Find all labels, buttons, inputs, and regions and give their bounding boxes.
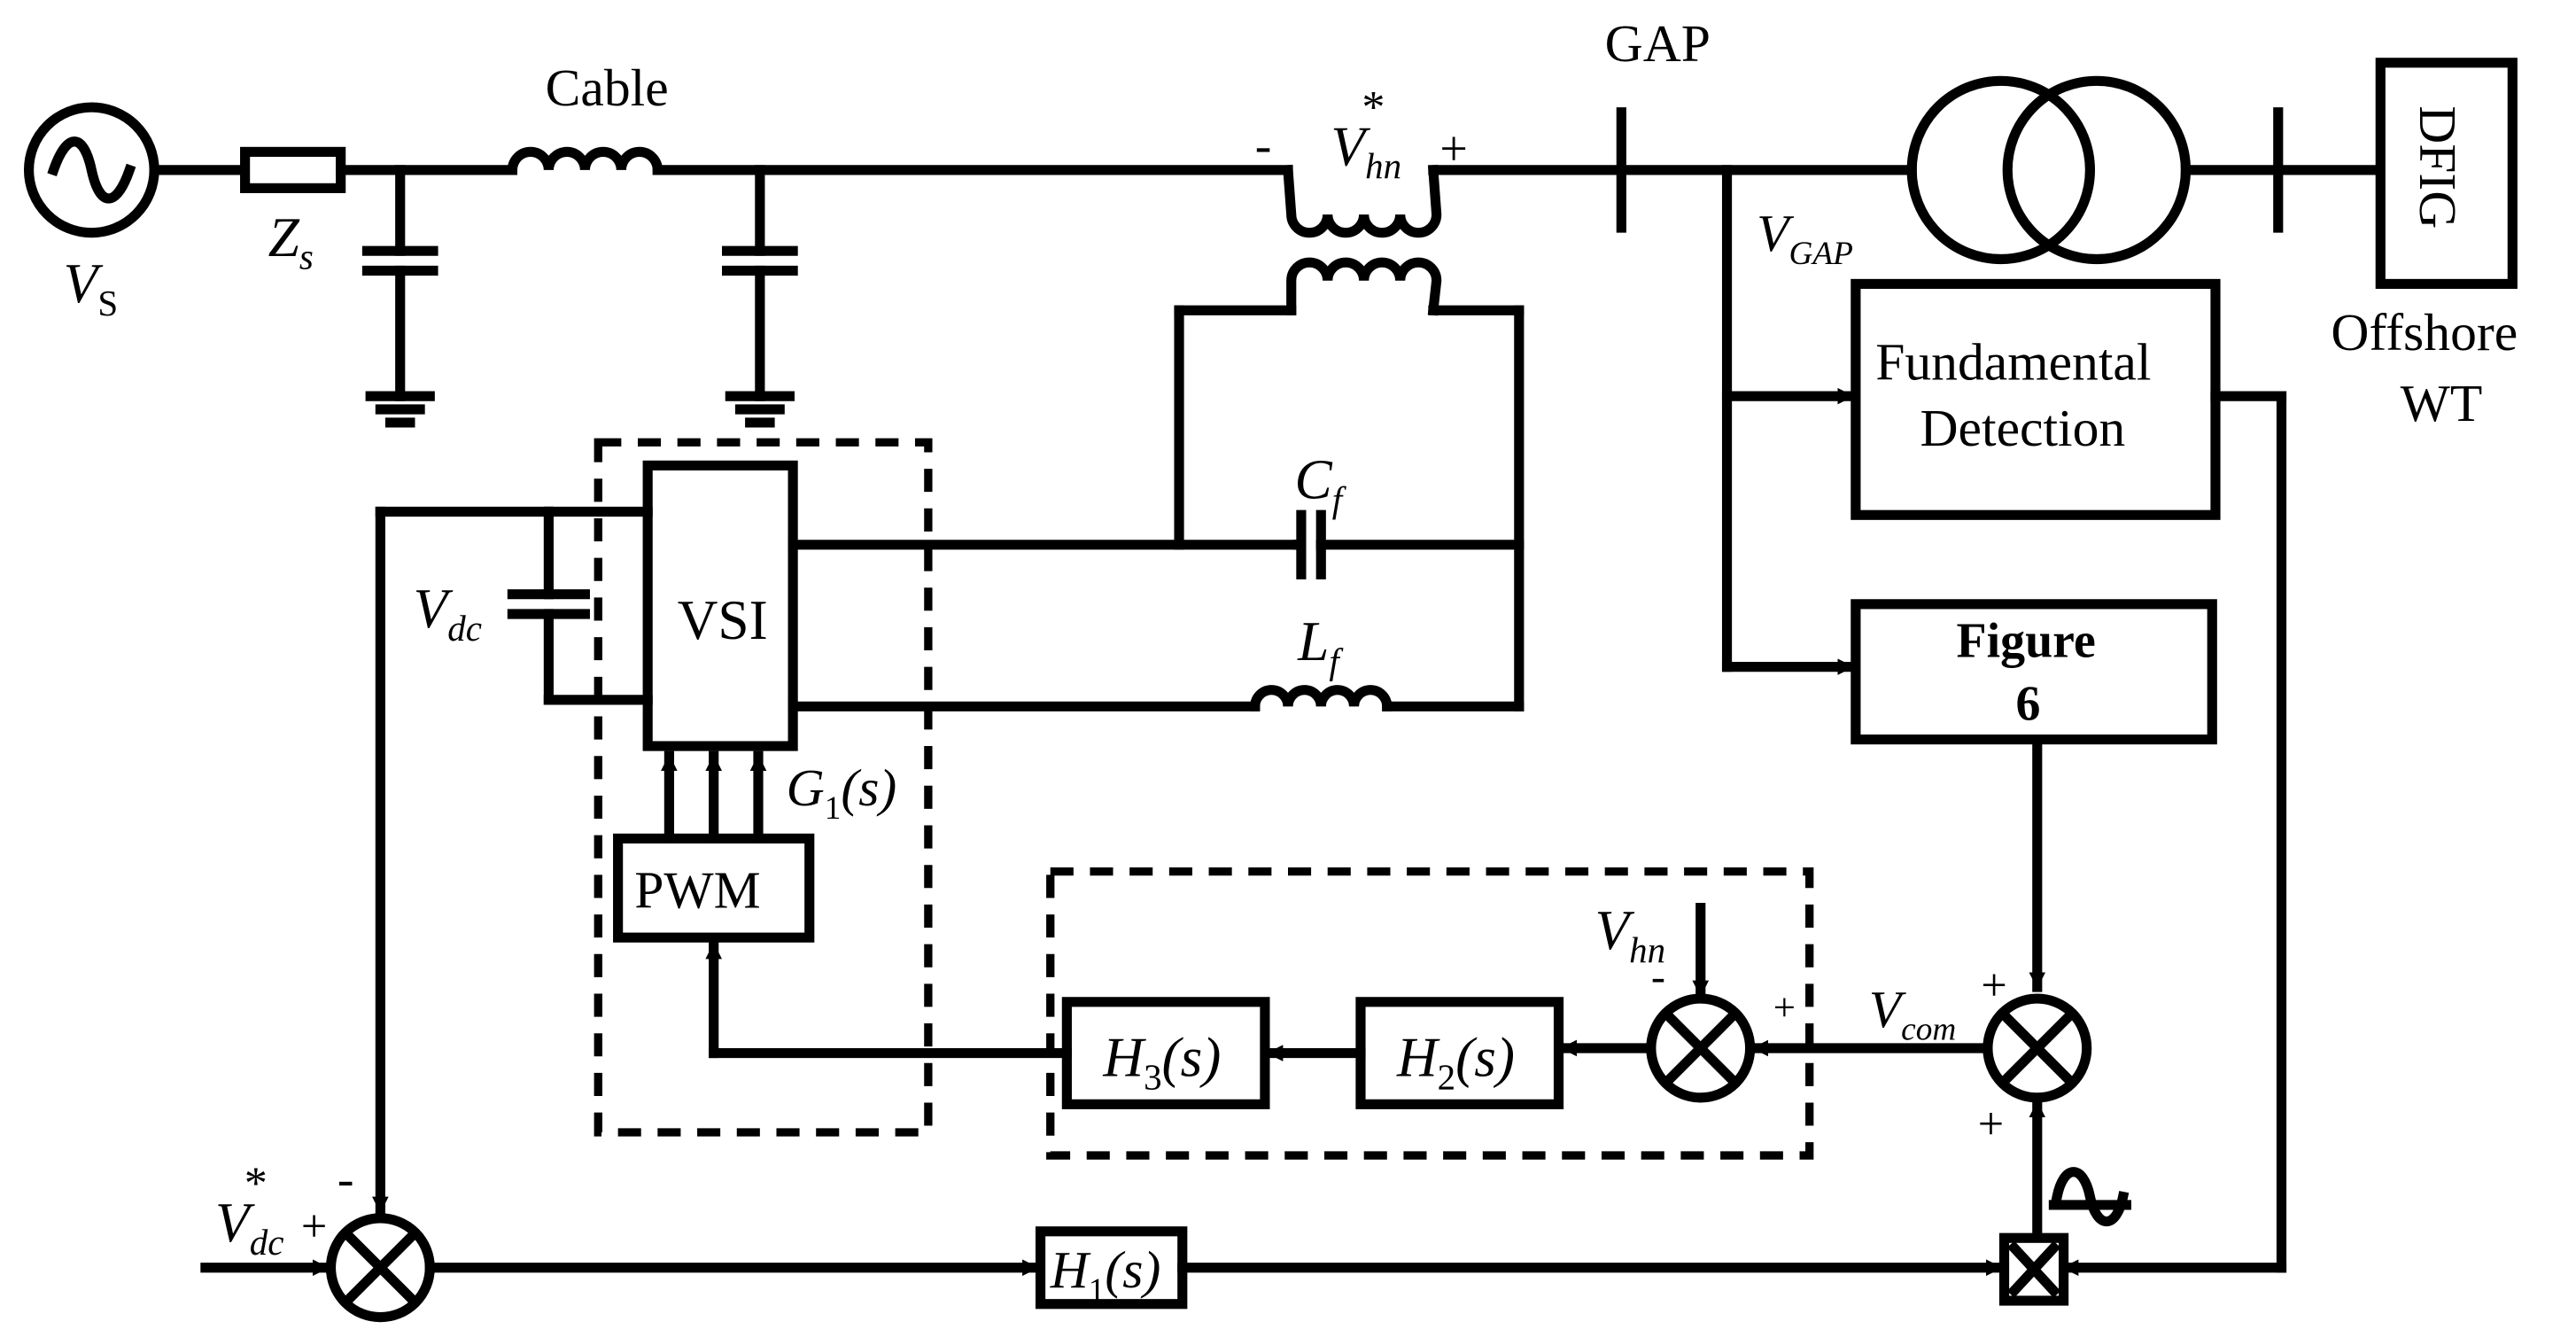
vcom-summer bbox=[1982, 993, 2092, 1103]
minus-vhn: - bbox=[1651, 953, 1665, 1000]
shunt-capacitor-1 bbox=[361, 165, 438, 428]
h1-label: H1(s) bbox=[1050, 1240, 1161, 1309]
figure6-block bbox=[1851, 599, 2217, 745]
plus-vdc: + bbox=[301, 1201, 327, 1252]
cable-inductor bbox=[507, 146, 663, 175]
sine-wave-icon bbox=[47, 136, 136, 204]
figure-number: 6 bbox=[2016, 676, 2041, 731]
lf-label: Lf bbox=[1297, 610, 1344, 681]
detection-label: Detection bbox=[1920, 399, 2126, 457]
vdc-label: Vdc bbox=[414, 578, 482, 649]
figure-label: Figure bbox=[1957, 613, 2096, 668]
vdcstar-label: Vdc* bbox=[215, 1159, 283, 1263]
offshore-label: Offshore bbox=[2331, 303, 2518, 361]
vgap-label: VGAP bbox=[1757, 204, 1853, 272]
pwm-label: PWM bbox=[634, 861, 760, 920]
fundamental-detection-block bbox=[1851, 278, 2221, 520]
cf-label: Cf bbox=[1294, 449, 1346, 520]
control-dashed-box bbox=[1046, 867, 1814, 1160]
dfig-block bbox=[2375, 58, 2518, 290]
minus-sign-top: - bbox=[1255, 119, 1272, 174]
zs-impedance bbox=[240, 146, 346, 193]
plus-vcom: + bbox=[1981, 960, 2006, 1011]
gap-label: GAP bbox=[1605, 14, 1711, 73]
vcom-label: Vcom bbox=[1869, 980, 1956, 1048]
vsi-label: VSI bbox=[678, 589, 768, 651]
h2-label: H2(s) bbox=[1396, 1027, 1515, 1098]
sine-wave-icon bbox=[2051, 1167, 2130, 1227]
vsi-dashed-box bbox=[594, 438, 933, 1137]
wt-transformer bbox=[1906, 75, 2192, 265]
ac-source bbox=[23, 102, 159, 238]
vhn-label: Vhn bbox=[1595, 899, 1666, 970]
zs-label: Zs bbox=[268, 206, 314, 277]
cable-label: Cable bbox=[546, 58, 669, 117]
vdc-summer bbox=[325, 1213, 435, 1323]
vsi-block bbox=[642, 460, 798, 751]
minus-vdc: - bbox=[338, 1152, 354, 1207]
multiplier-block bbox=[1998, 1232, 2069, 1306]
shunt-capacitor-2 bbox=[722, 165, 798, 428]
series-transformer bbox=[1283, 164, 1442, 316]
vhn-summer bbox=[1646, 993, 1756, 1103]
dc-capacitor bbox=[507, 506, 653, 705]
fundamental-label: Fundamental bbox=[1875, 332, 2151, 391]
dfig-label: DFIG bbox=[2409, 105, 2467, 229]
plus-vhn: + bbox=[1773, 984, 1796, 1029]
h3-label: H3(s) bbox=[1102, 1027, 1221, 1098]
filter-capacitor bbox=[1292, 509, 1525, 579]
vs-label: VS bbox=[64, 253, 118, 323]
wt-label: WT bbox=[2401, 374, 2483, 432]
vhn-star-label: Vhn* bbox=[1331, 82, 1401, 186]
plus-bottom: + bbox=[1978, 1099, 2004, 1149]
g1-label: G1(s) bbox=[787, 758, 897, 827]
filter-inductor bbox=[1250, 685, 1525, 711]
